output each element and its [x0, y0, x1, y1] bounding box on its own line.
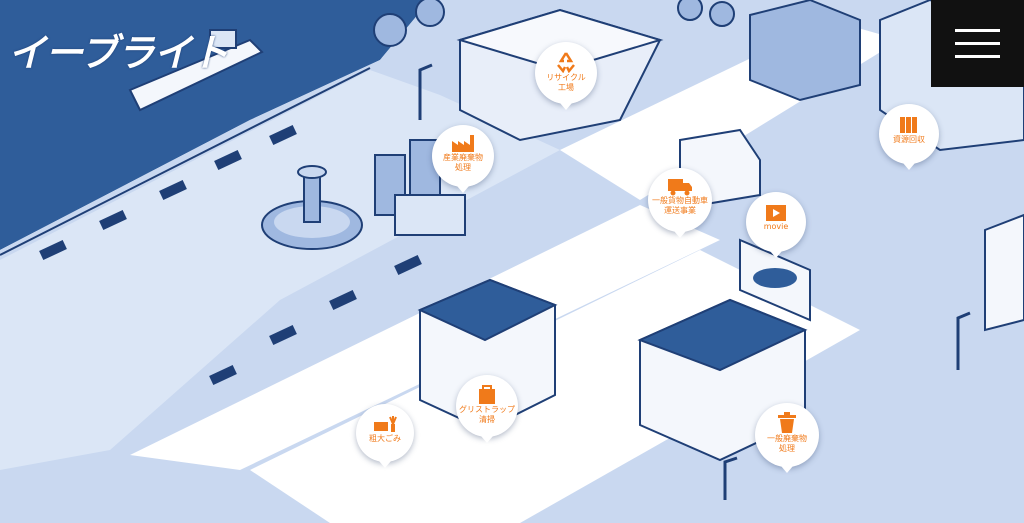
pin-bulky[interactable]: 粗大ごみ: [356, 404, 414, 468]
pin-movie[interactable]: movie: [746, 192, 806, 258]
pin-transport[interactable]: 一般貨物自動車 運送事業: [648, 168, 712, 238]
silos: [374, 139, 466, 236]
pin-movie-label: movie: [763, 222, 789, 231]
brand-logo[interactable]: イーブライト: [8, 31, 229, 75]
pin-general-label: 一般廃棄物 処理: [767, 434, 807, 453]
binders-icon: [900, 117, 917, 133]
pin-grease-label: グリストラップ 清掃: [459, 405, 515, 424]
benches: [39, 124, 422, 386]
ship: [128, 29, 264, 112]
pin-resource-label: 資源回収: [893, 135, 925, 144]
billboard: [739, 238, 811, 322]
fountain: [261, 165, 363, 250]
menu-button[interactable]: [931, 0, 1024, 87]
pin-transport-label: 一般貨物自動車 運送事業: [652, 196, 708, 215]
sofa-plant-icon: [374, 416, 397, 432]
pin-bulky-label: 粗大ごみ: [369, 434, 401, 443]
pin-industrial-label: 産業廃棄物 処理: [443, 153, 483, 172]
pin-grease[interactable]: グリストラップ 清掃: [456, 375, 518, 443]
pin-industrial[interactable]: 産業廃棄物 処理: [432, 125, 494, 193]
trash-can-icon: [778, 412, 796, 433]
pin-recycle[interactable]: リサイクル 工場: [535, 42, 597, 110]
railing: [0, 67, 371, 256]
bag-icon: [479, 385, 495, 404]
pin-resource[interactable]: 資源回収: [879, 104, 939, 170]
recycle-icon: [557, 52, 575, 73]
water-area: [0, 0, 430, 250]
street-lamps: [418, 63, 971, 500]
trees: [373, 0, 735, 47]
film-play-icon: [766, 205, 786, 221]
truck-icon: [668, 179, 692, 196]
pin-general[interactable]: 一般廃棄物 処理: [755, 403, 819, 473]
factory-icon: [452, 135, 474, 152]
pin-recycle-label: リサイクル 工場: [546, 73, 586, 92]
shop-building: [417, 278, 558, 432]
